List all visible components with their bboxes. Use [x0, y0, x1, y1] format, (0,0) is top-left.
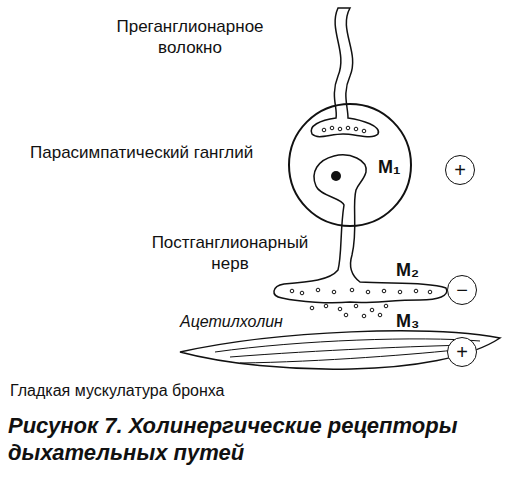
muscle-fiber: [230, 345, 470, 357]
postganglionic-neuron: [274, 155, 447, 303]
figure-caption: Рисунок 7. Холинергические рецепторы дых…: [8, 412, 498, 466]
vesicles: [322, 126, 366, 133]
inhibitory-sign: −: [447, 275, 477, 305]
sign-symbol: +: [456, 342, 468, 362]
smooth-muscle: [180, 331, 500, 369]
ganglion-label: Парасимпатический ганглий: [30, 142, 253, 163]
preganglionic-fiber: [311, 8, 378, 137]
mediator-label: Ацетилхолин: [180, 311, 283, 332]
receptor-label: M₃: [396, 311, 419, 332]
receptor-label: M₁: [378, 157, 400, 178]
sign-symbol: +: [454, 160, 466, 180]
fiber-label: Преганглионарное волокно: [90, 16, 290, 58]
excitatory-sign: +: [447, 337, 477, 367]
nerve-label: Постганглионарный нерв: [140, 232, 320, 274]
receptor-label: M₂: [396, 260, 419, 281]
muscle-fiber: [240, 349, 465, 363]
nucleus: [331, 171, 341, 181]
sign-symbol: −: [456, 280, 468, 300]
excitatory-sign: +: [445, 155, 475, 185]
muscle-label: Гладкая мускулатура бронха: [10, 380, 225, 401]
ganglion-circle: M₁: [288, 103, 412, 227]
